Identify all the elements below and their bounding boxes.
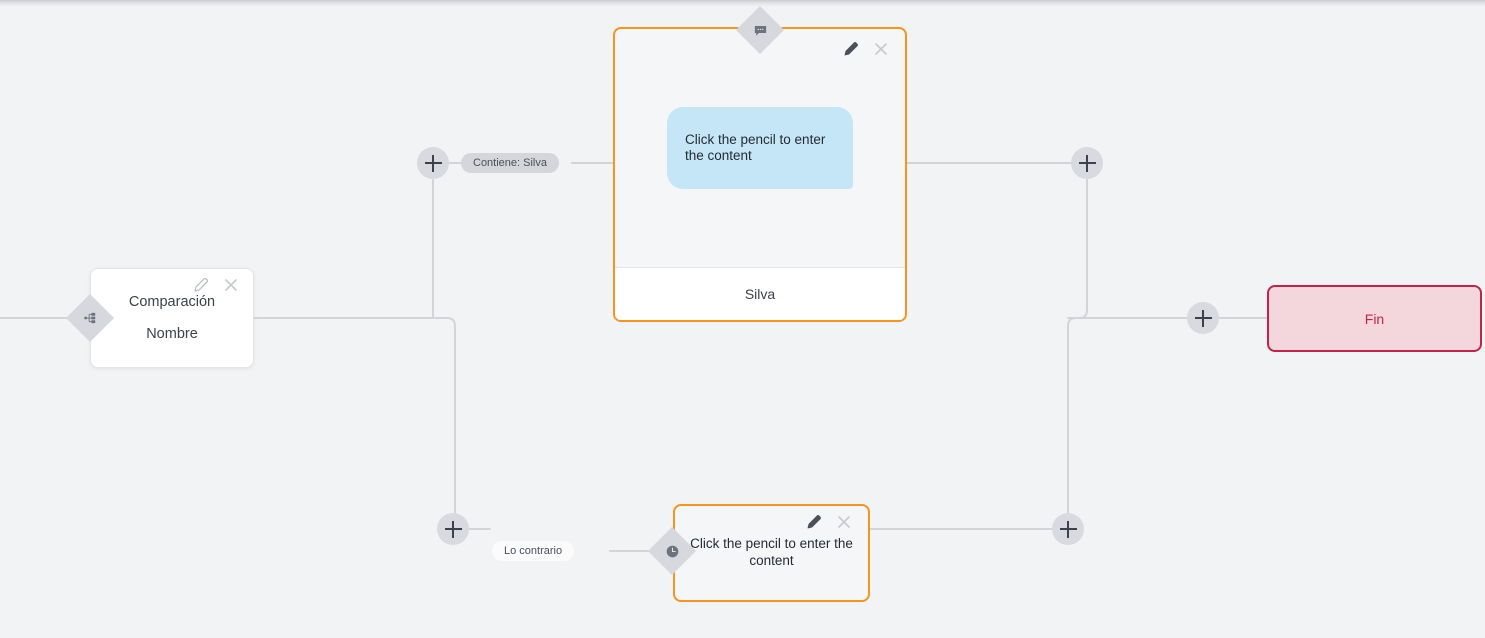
edge-split-to-false <box>253 317 491 530</box>
close-icon[interactable] <box>873 41 889 57</box>
node-message-card[interactable]: Click the pencil to enter the content Si… <box>613 27 907 322</box>
plus-icon-vertical <box>1067 520 1069 538</box>
add-node-bottom-right[interactable] <box>1052 513 1084 545</box>
plus-icon-vertical <box>1086 154 1088 172</box>
add-node-before-end[interactable] <box>1187 302 1219 334</box>
node-end[interactable]: Fin <box>1267 285 1482 352</box>
plus-icon-vertical <box>432 154 434 172</box>
plus-icon-vertical <box>1202 309 1204 327</box>
node-comparison-badge <box>65 293 115 343</box>
node-comparison-tools[interactable] <box>193 277 239 293</box>
node-wait-card-tools[interactable] <box>806 514 852 530</box>
node-end-label: Fin <box>1364 310 1385 327</box>
chat-bubble-icon <box>751 21 769 39</box>
edge-label-branch-true[interactable]: Contiene: Silva <box>461 153 559 173</box>
node-comparison-title: Comparación <box>128 294 216 310</box>
pencil-icon[interactable] <box>193 277 209 293</box>
edge-top-right-down-merge <box>1067 178 1088 319</box>
node-wait-card-badge <box>647 526 697 576</box>
add-node-top-right[interactable] <box>1071 147 1103 179</box>
edge-bottom-right-up-merge <box>1067 317 1188 514</box>
clock-icon <box>663 542 681 560</box>
close-icon[interactable] <box>223 277 239 293</box>
node-message-card-footer: Silva <box>615 267 905 320</box>
hierarchy-icon <box>81 309 99 327</box>
window-top-edge <box>0 0 1485 7</box>
pencil-icon[interactable] <box>843 41 859 57</box>
node-message-card-body: Click the pencil to enter the content <box>615 29 905 267</box>
add-node-top-left[interactable] <box>417 147 449 179</box>
node-message-card-badge <box>735 5 785 55</box>
add-node-bottom-left[interactable] <box>437 513 469 545</box>
message-bubble: Click the pencil to enter the content <box>667 107 853 189</box>
node-comparison-subtitle: Nombre <box>146 326 198 342</box>
edge-label-branch-false[interactable]: Lo contrario <box>492 541 575 561</box>
node-wait-card-text: Click the pencil to enter the content <box>690 536 853 568</box>
node-wait-card[interactable]: Click the pencil to enter the content <box>673 504 870 602</box>
node-message-card-tools[interactable] <box>843 41 889 57</box>
plus-icon-vertical <box>452 520 454 538</box>
close-icon[interactable] <box>836 514 852 530</box>
pencil-icon[interactable] <box>806 514 822 530</box>
node-comparison[interactable]: Comparación Nombre <box>90 268 254 368</box>
